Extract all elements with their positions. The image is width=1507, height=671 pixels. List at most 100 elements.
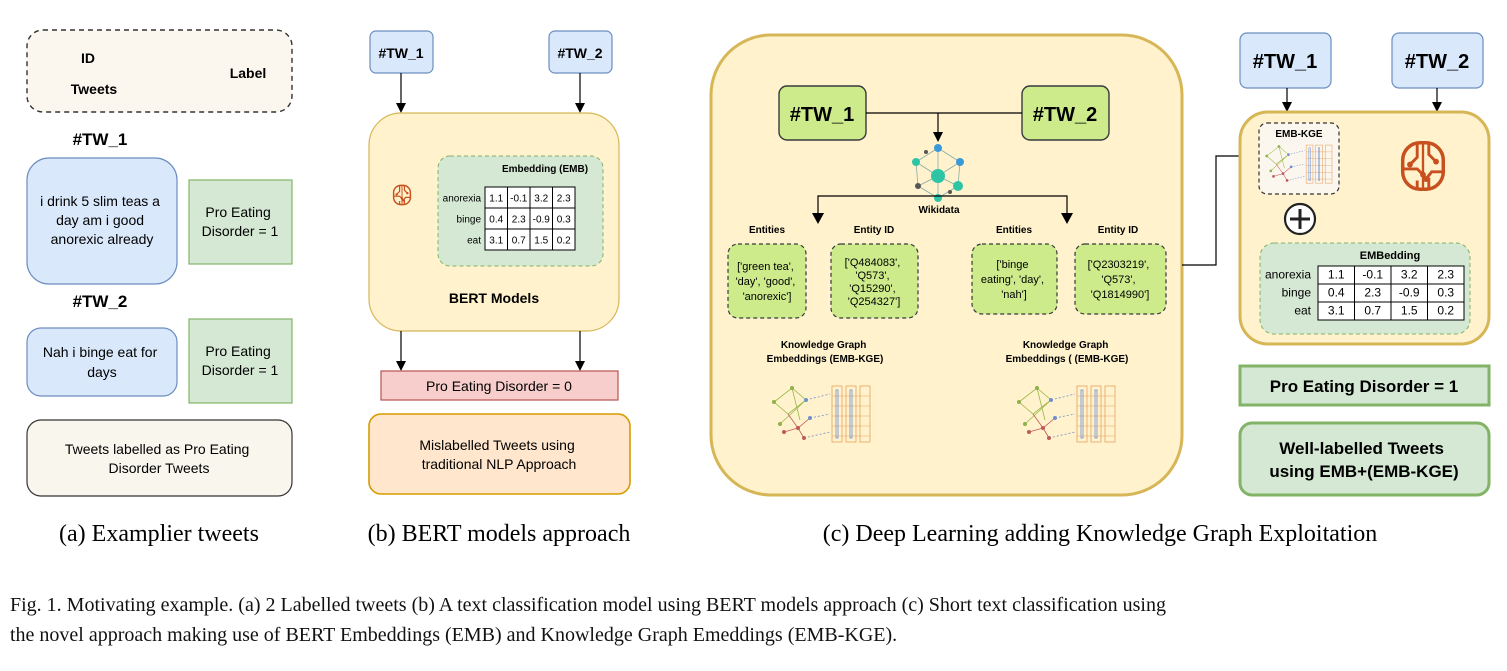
tw2-tag: #TW_2 xyxy=(73,292,128,311)
emb-kge-label: EMB-KGE xyxy=(1275,129,1323,140)
embedding-value: 0.7 xyxy=(1364,304,1381,318)
tw2-text: Nah i binge eat for days xyxy=(43,344,161,380)
right-entity-id-label: Entity ID xyxy=(1098,225,1139,236)
embedding-title: Embedding (EMB) xyxy=(502,164,588,175)
embedding-value: 2.3 xyxy=(1364,286,1381,300)
embedding-value: 1.1 xyxy=(1328,268,1345,282)
panel-a-footer: Tweets labelled as Pro Eating Disorder T… xyxy=(65,441,253,476)
left-entities: ['green tea', 'day', 'good', 'anorexic'] xyxy=(736,261,799,303)
panel-d-output: Pro Eating Disorder = 1 xyxy=(1270,377,1458,396)
mislabelled-line: Mislabelled Tweets using xyxy=(419,437,574,453)
left-entities-label: Entities xyxy=(749,225,786,236)
right-entities-box xyxy=(971,243,1058,315)
panel-a-footer-line: Tweets labelled as Pro Eating xyxy=(65,441,249,457)
left-ids-box xyxy=(830,243,919,319)
emb-kge-box xyxy=(1258,122,1340,195)
tw2-text-line: Nah i binge eat for xyxy=(43,344,158,360)
embedding-row-word: anorexia xyxy=(443,194,482,205)
arrowhead xyxy=(1061,213,1073,224)
embedding-cell xyxy=(552,228,576,251)
panel-d-output-box xyxy=(1238,364,1491,407)
connector xyxy=(817,195,1068,221)
embedding-value: -0.1 xyxy=(1362,268,1383,282)
figure-caption: Fig. 1. Motivating example. (a) 2 Labell… xyxy=(10,590,1500,650)
embedding-value: 0.7 xyxy=(512,236,526,247)
header-label: Label xyxy=(230,65,267,81)
left-kge-line: Knowledge Graph xyxy=(781,340,867,351)
emb-title: EMBedding xyxy=(1360,250,1421,262)
plus-icon xyxy=(1283,202,1317,236)
embedding-value: 0.3 xyxy=(557,215,571,226)
right-ids-line: 'Q1814990'] xyxy=(1091,289,1150,301)
tw1-label-line: Pro Eating xyxy=(205,204,270,220)
right-kge-line: Embeddings ( (EMB-KGE) xyxy=(1006,354,1129,365)
panel-d-tw1-box xyxy=(1239,32,1332,89)
embedding-value: -0.9 xyxy=(1399,286,1420,300)
right-entities: ['binge eating', 'day', 'nah'] xyxy=(981,259,1047,301)
right-ids-line: 'Q573', xyxy=(1101,274,1135,286)
embedding-value: 0.4 xyxy=(1328,286,1345,300)
arrowhead xyxy=(812,213,824,224)
embedding-value: 0.2 xyxy=(557,236,571,247)
tw1-text-box xyxy=(26,157,178,285)
left-ids: ['Q484083', 'Q573', 'Q15290', 'Q254327'] xyxy=(845,257,904,308)
embedding-value: 0.2 xyxy=(1437,304,1454,318)
tw1-text-line: i drink 5 slim teas a xyxy=(40,193,160,209)
left-ids-line: 'Q254327'] xyxy=(848,296,901,308)
left-entity-id-label: Entity ID xyxy=(854,225,895,236)
tw1-tag: #TW_1 xyxy=(73,130,128,149)
tw1-text-line: anorexic already xyxy=(51,231,154,247)
right-entities-line: ['binge xyxy=(996,259,1028,271)
embedding-value: 0.3 xyxy=(1437,286,1454,300)
right-entities-label: Entities xyxy=(996,225,1033,236)
left-ids-line: 'Q573', xyxy=(855,270,889,282)
well-labelled-box xyxy=(1238,421,1491,497)
panel-d-tw2: #TW_2 xyxy=(1405,51,1469,73)
bert-output: Pro Eating Disorder = 0 xyxy=(426,378,572,394)
left-ids-line: ['Q484083', xyxy=(845,257,901,269)
connector xyxy=(1182,151,1256,266)
mislabelled-box xyxy=(368,413,631,495)
embedding-value: 1.5 xyxy=(534,236,548,247)
panel-b-caption: (b) BERT models approach xyxy=(368,521,631,547)
left-entities-line: ['green tea', xyxy=(737,261,794,273)
left-kge-line: Embeddings (EMB-KGE) xyxy=(767,354,884,365)
header-id: ID xyxy=(81,50,95,66)
right-kge-label: Knowledge Graph Embeddings ( (EMB-KGE) xyxy=(1006,340,1129,365)
well-labelled-line: using EMB+(EMB-KGE) xyxy=(1269,462,1458,481)
right-entities-line: eating', 'day', xyxy=(981,274,1044,286)
left-entities-box xyxy=(727,243,807,319)
panel-c: #TW_1 #TW_2 Wikidata Entities Entity ID xyxy=(709,33,1377,547)
panel-a: ID Tweets Label #TW_1 i drink 5 slim tea… xyxy=(26,29,293,547)
panel-d-tw1: #TW_1 xyxy=(1253,51,1317,73)
left-entities-line: 'day', 'good', xyxy=(736,276,796,288)
panel-b: #TW_1 #TW_2 Embedding (EMB) anorexia 1.1-… xyxy=(368,30,631,547)
well-labelled-text: Well-labelled Tweets using EMB+(EMB-KGE) xyxy=(1269,439,1458,481)
embedding-value: 2.3 xyxy=(512,215,526,226)
left-entities-line: 'anorexic'] xyxy=(743,291,792,303)
panel-c-caption: (c) Deep Learning adding Knowledge Graph… xyxy=(823,521,1377,547)
right-ids: ['Q2303219', 'Q573', 'Q1814990'] xyxy=(1088,259,1153,301)
embedding-value: 3.1 xyxy=(489,236,503,247)
embedding-value: 1.5 xyxy=(1401,304,1418,318)
panel-b-tw2: #TW_2 xyxy=(557,45,602,61)
bert-output-box xyxy=(380,370,619,401)
panel-c-tw1: #TW_1 xyxy=(790,104,854,126)
panel-a-footer-box xyxy=(26,419,293,497)
tw1-label: Pro Eating Disorder = 1 xyxy=(202,204,279,239)
panel-b-tw1: #TW_1 xyxy=(378,45,423,61)
embedding-value: 1.1 xyxy=(489,194,503,205)
right-kge-line: Knowledge Graph xyxy=(1023,340,1109,351)
tw1-text: i drink 5 slim teas a day am i good anor… xyxy=(40,193,164,247)
embedding-cell xyxy=(1427,301,1465,321)
mislabelled-line: traditional NLP Approach xyxy=(422,456,577,472)
tw2-label-line: Pro Eating xyxy=(205,343,270,359)
embedding-row-word: binge xyxy=(1282,286,1312,300)
tw2-label: Pro Eating Disorder = 1 xyxy=(202,343,279,378)
well-labelled-line: Well-labelled Tweets xyxy=(1279,439,1444,458)
embedding-value: 2.3 xyxy=(1437,268,1454,282)
embedding-value: -0.1 xyxy=(510,194,528,205)
